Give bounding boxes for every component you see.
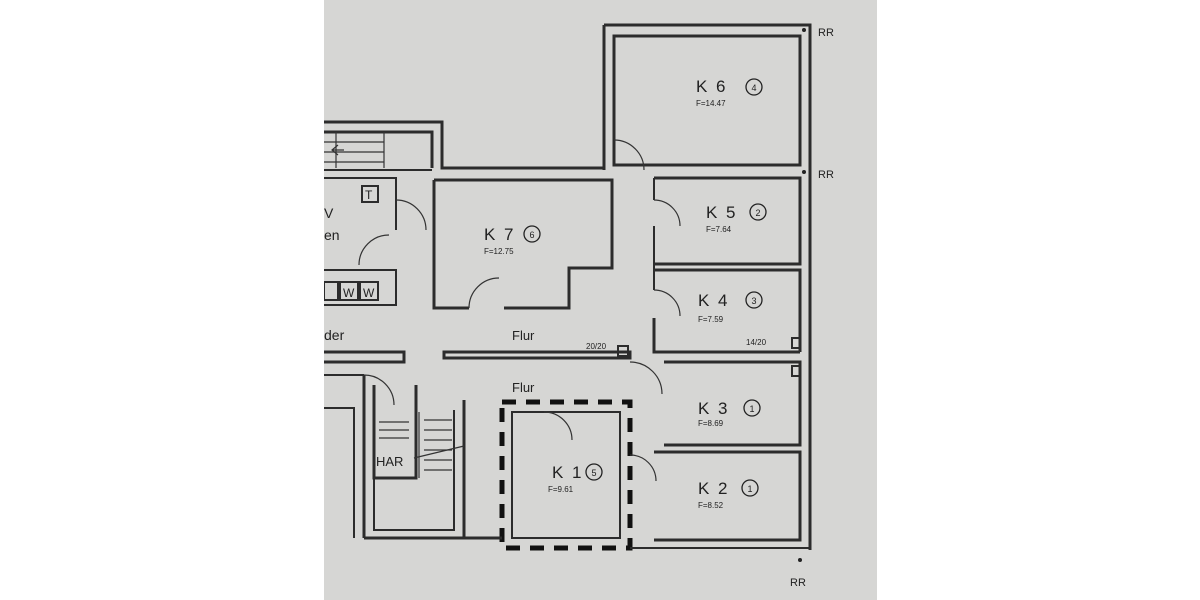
svg-text:K 1: K 1 (552, 463, 584, 482)
svg-text:6: 6 (529, 230, 534, 240)
doors (358, 139, 681, 482)
partial-v-label: V (324, 205, 334, 221)
svg-text:F=12.75: F=12.75 (484, 247, 514, 256)
stairs-upper (324, 132, 385, 168)
svg-text:K 7: K 7 (484, 225, 516, 244)
room-K7: K 7 6 F=12.75 (484, 225, 541, 256)
floor-plan-photo: K 6 4 F=14.47 K 5 2 F=7.64 K 7 6 F=12.75… (324, 0, 877, 600)
svg-text:K 4: K 4 (698, 291, 730, 310)
svg-text:K 5: K 5 (706, 203, 738, 222)
t-label: T (365, 188, 373, 202)
svg-text:K 3: K 3 (698, 399, 730, 418)
partial-en-label: en (324, 227, 340, 243)
walls (324, 23, 812, 551)
room-K4: K 4 3 F=7.59 (698, 291, 763, 324)
vent-label-1: 20/20 (586, 342, 607, 351)
rr-label-bottom: RR (790, 577, 806, 589)
room-K6: K 6 4 F=14.47 (696, 77, 763, 108)
svg-text:F=7.59: F=7.59 (698, 315, 724, 324)
room-K1: K 1 5 F=9.61 (548, 463, 603, 494)
svg-text:F=14.47: F=14.47 (696, 99, 726, 108)
har-label: HAR (376, 454, 403, 469)
svg-text:4: 4 (751, 83, 756, 93)
rr-label-mid: RR (818, 169, 834, 181)
room-K3: K 3 1 F=8.69 (698, 399, 761, 428)
svg-text:3: 3 (751, 296, 756, 306)
fixtures (324, 28, 806, 562)
vent-label-2: 14/20 (746, 338, 767, 347)
svg-text:5: 5 (591, 468, 596, 478)
svg-text:1: 1 (749, 404, 754, 414)
svg-text:2: 2 (755, 208, 760, 218)
flur-lower-label: Flur (512, 380, 535, 395)
svg-text:K 6: K 6 (696, 77, 728, 96)
svg-text:K 2: K 2 (698, 479, 730, 498)
partial-der-label: der (324, 327, 345, 343)
svg-text:1: 1 (747, 484, 752, 494)
floor-plan: K 6 4 F=14.47 K 5 2 F=7.64 K 7 6 F=12.75… (324, 23, 834, 589)
room-K2: K 2 1 F=8.52 (698, 479, 759, 510)
svg-text:F=7.64: F=7.64 (706, 225, 732, 234)
flur-upper-label: Flur (512, 328, 535, 343)
stairs-lower (379, 412, 465, 478)
svg-text:F=8.69: F=8.69 (698, 419, 724, 428)
room-K5: K 5 2 F=7.64 (706, 203, 767, 234)
w-label-1: W (343, 286, 355, 300)
rr-label-top: RR (818, 27, 834, 39)
svg-text:F=8.52: F=8.52 (698, 501, 724, 510)
svg-text:F=9.61: F=9.61 (548, 485, 574, 494)
w-label-2: W (363, 286, 375, 300)
